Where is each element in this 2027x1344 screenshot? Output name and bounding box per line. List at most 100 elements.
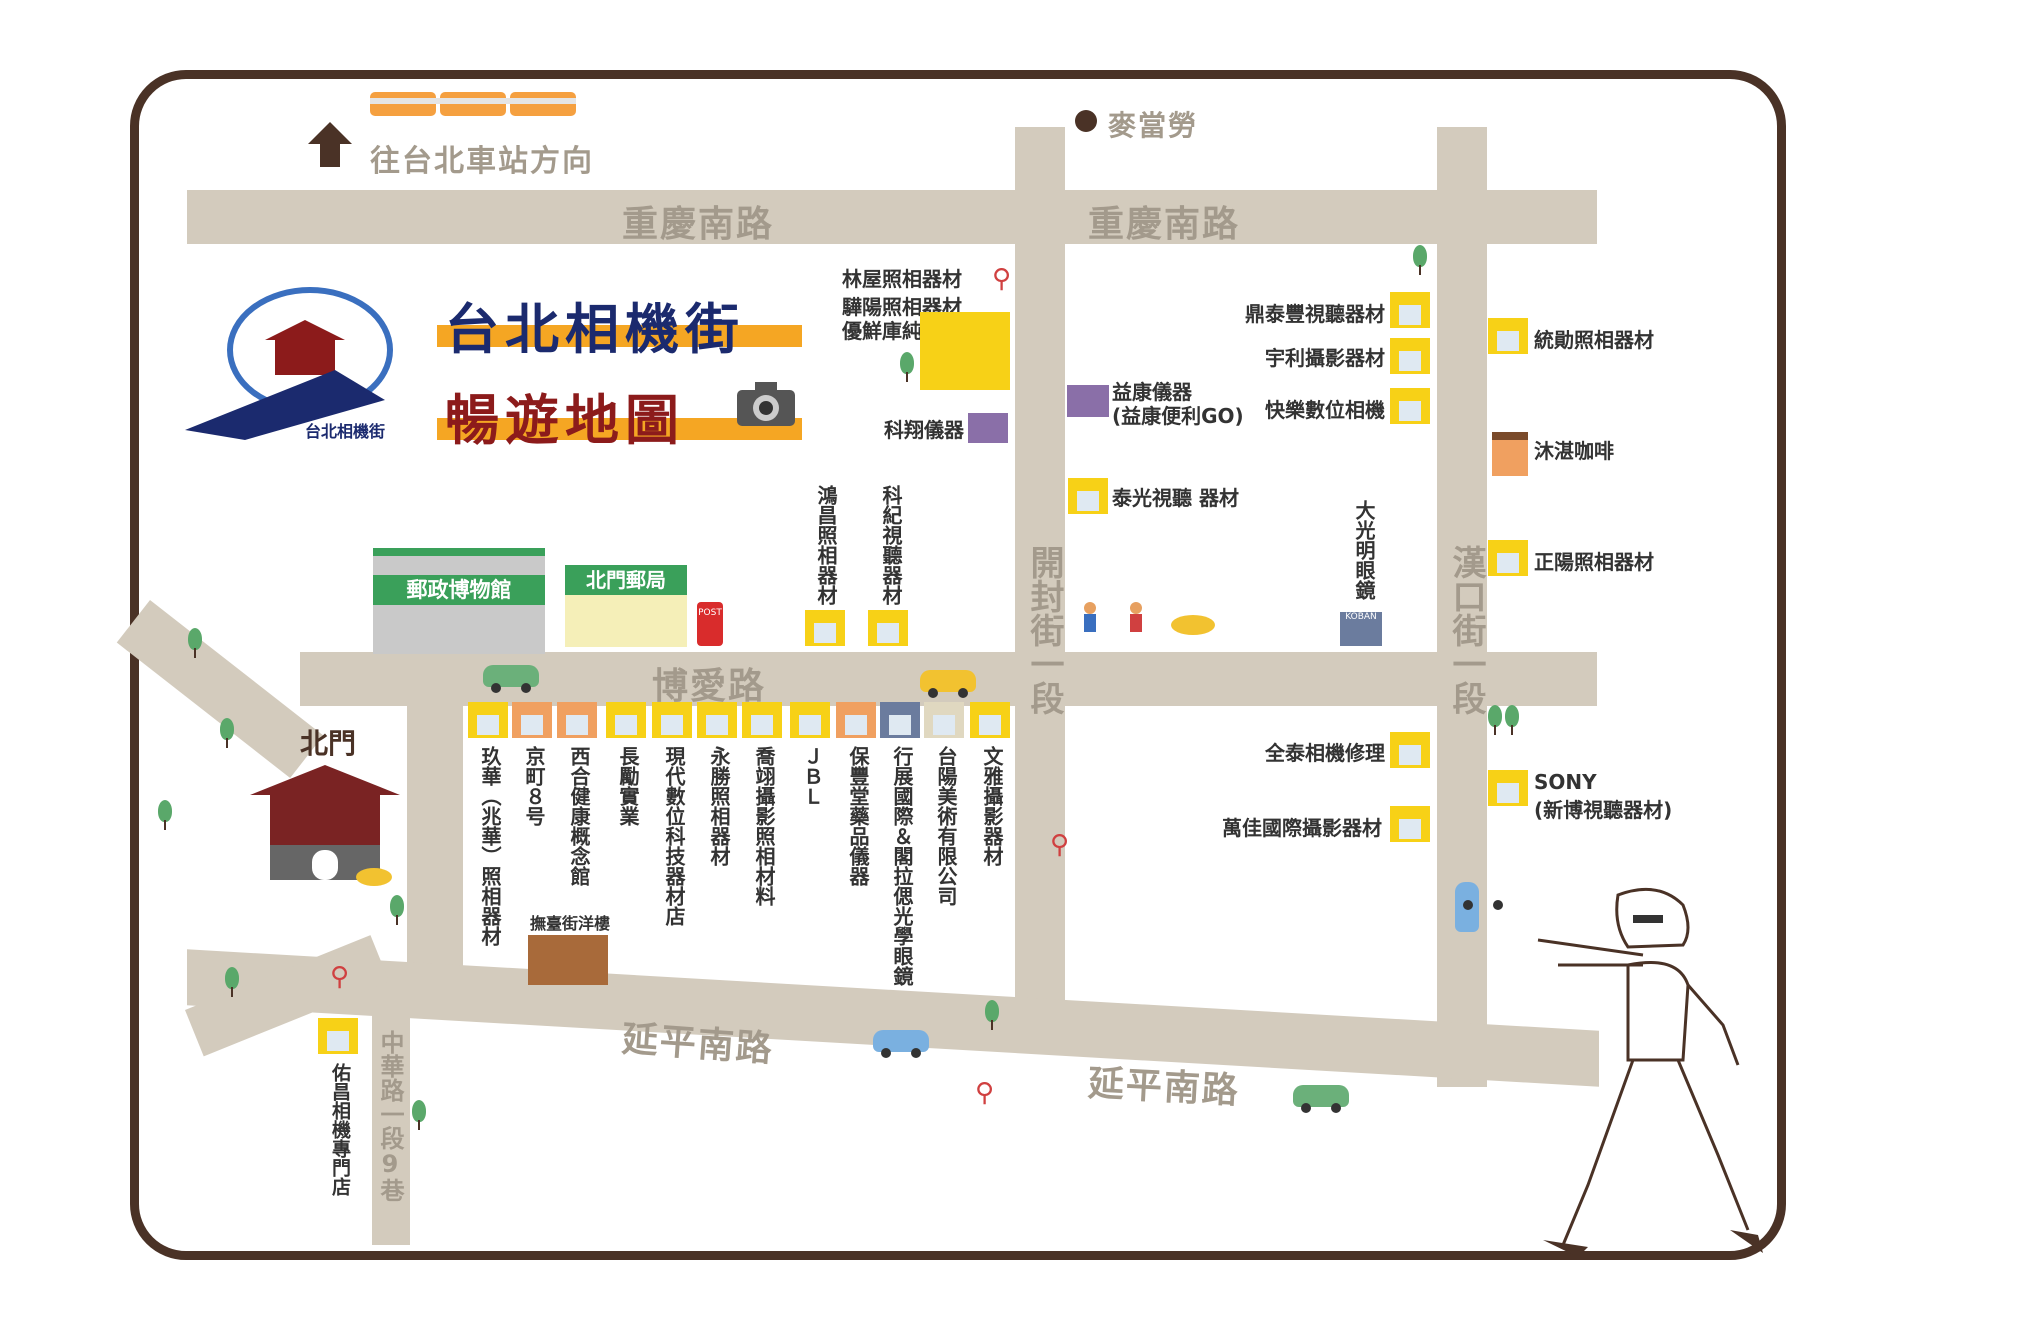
shop-label-boai-3: 長勵實業 [616,746,640,826]
tree-icon [1488,705,1502,735]
shop-label-fuchang: 佑昌相機專門店 [329,1063,351,1196]
shop-boai-8 [836,702,876,738]
north-gate-label: 北門 [300,727,357,760]
north-gate-icon [250,765,400,880]
bicycle-icon: ⚲ [330,962,350,992]
tree-icon [985,1000,999,1030]
title-line1: 台北相機街 [445,298,745,361]
taxi-icon [920,670,976,698]
mcdonalds-dot-icon [1075,110,1097,132]
shop-boai-10 [924,702,964,738]
shop-keji [868,610,908,646]
shop-label-linwu: 林屋照相器材 [842,267,962,291]
shop-kuaile [1390,388,1430,424]
shop-label-daguangming: 大光明眼鏡 [1352,500,1376,600]
shop-label-boai-7: ＪＢＬ [800,746,824,806]
direction-text: 往台北車站方向 [370,144,594,179]
shop-label-kexiang: 科翔儀器 [884,418,964,442]
beimen-post-label: 北門郵局 [565,565,687,595]
shop-label-yikang-2: (益康便利GO) [1112,404,1244,428]
shop-boai-11 [970,702,1010,738]
tree-icon [390,895,404,925]
futai-building-label: 撫臺街洋樓 [530,914,611,933]
bicycle-icon: ⚲ [975,1078,995,1108]
train-icon [370,92,576,116]
shop-label-boai-8: 保豐堂藥品儀器 [846,746,870,886]
shop-boai-5 [697,702,737,738]
shop-block-linwu [920,312,1010,390]
title-bar-1 [437,325,802,347]
shop-boai-6 [742,702,782,738]
shop-label-sony-1: SONY [1534,770,1597,794]
road-label-kaifeng: 開封街一段 [1024,545,1064,715]
title-bar-2 [437,418,802,440]
shop-wanjia [1390,806,1430,842]
road-label-hankou: 漢口街一段 [1446,545,1486,715]
shop-boai-2 [557,702,597,738]
shop-label-taiguang: 泰光視聽 器材 [1112,486,1239,510]
shop-label-boai-6: 喬翊攝影照相材料 [752,746,776,906]
up-arrow-icon [308,122,352,144]
shop-fuchang [318,1018,358,1054]
shop-label-boai-10: 台陽美術有限公司 [934,746,958,906]
koban-icon: KOBAN [1340,612,1382,646]
tree-icon [220,718,234,748]
road-label-yanping-right: 延平南路 [1086,1063,1241,1112]
shop-label-wanjia: 萬佳國際攝影器材 [1222,816,1382,840]
shop-label-quantai: 全泰相機修理 [1265,741,1385,765]
road-label-chongqing-left: 重慶南路 [622,204,775,245]
car-icon [1293,1085,1349,1113]
shop-boai-3 [606,702,646,738]
logo-text: 台北相機街 [305,422,386,441]
futai-building-icon [528,935,608,985]
walking-people-icon [1084,602,1215,635]
tree-icon [1413,245,1427,275]
camera-icon [737,382,795,426]
shop-dingtaifeng [1390,292,1430,328]
shop-label-keji: 科紀視聽器材 [879,485,903,605]
shop-label-boai-11: 文雅攝影器材 [980,746,1004,866]
tree-icon [412,1100,426,1130]
mcdonalds-label: 麥當勞 [1108,109,1199,142]
dog-icon [356,868,392,886]
shop-label-youxian: 優鮮庫純 [842,319,922,343]
shop-label-boai-0: 玖華（兆華）照相器材 [478,746,502,946]
tree-icon [225,967,239,997]
arrow-stem [320,143,340,167]
bicycle-icon: ⚲ [992,264,1012,294]
shop-hongchang [805,610,845,646]
shop-label-zhengyang: 正陽照相器材 [1534,550,1654,574]
tree-icon [188,628,202,658]
shop-sony [1488,770,1528,806]
car-icon [873,1030,929,1058]
road-chongqing [187,190,1597,244]
shop-zhengyang [1488,540,1528,576]
shop-label-boai-1: 京町８号 [522,746,546,826]
shop-boai-7 [790,702,830,738]
cafe-icon [1492,432,1528,476]
car-icon [1455,882,1479,932]
road-zhonghua [372,1015,410,1245]
shop-label-boai-5: 永勝照相器材 [707,746,731,866]
postal-museum-label: 郵政博物館 [373,575,545,605]
tree-icon [158,800,172,830]
road-north-vertical [407,706,463,976]
road-kaifeng [1015,127,1065,1047]
shop-label-kuaile: 快樂數位相機 [1265,398,1385,422]
road-label-chongqing-right: 重慶南路 [1088,204,1241,245]
tree-icon [900,352,914,382]
walking-girl-illustration [1537,887,1763,1257]
shop-label-dingtaifeng: 鼎泰豐視聽器材 [1245,302,1385,326]
shop-label-boai-4: 現代數位科技器材店 [662,746,686,926]
shop-label-yikang-1: 益康儀器 [1112,380,1192,404]
shop-label-muzhan: 沐湛咖啡 [1534,439,1614,463]
shop-boai-1 [512,702,552,738]
shop-quantai [1390,732,1430,768]
shop-label-boai-9: 行展國際＆閣拉偲光學眼鏡 [890,746,914,986]
shop-tongxun [1488,318,1528,354]
bicycle-icon: ⚲ [1050,830,1070,860]
shop-boai-0 [468,702,508,738]
tree-icon [1505,705,1519,735]
car-icon [483,665,539,693]
